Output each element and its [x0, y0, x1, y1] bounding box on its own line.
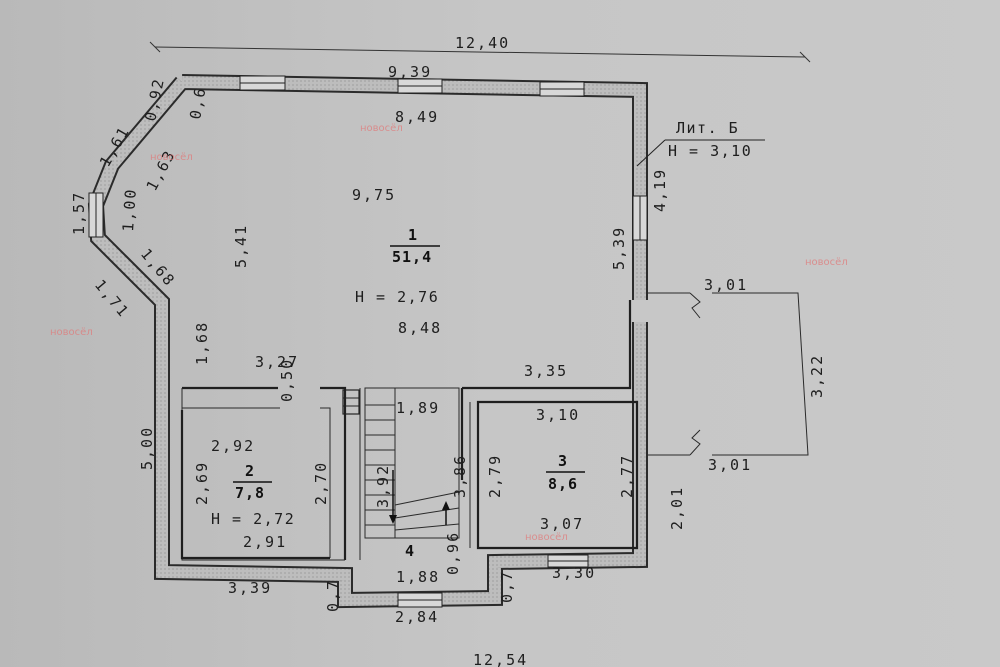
stair-len-right-dim: 3,86 [451, 454, 469, 498]
room2-bottom-dim: 2,91 [243, 533, 287, 551]
svg-text:новосёл: новосёл [150, 152, 193, 163]
bay-in1-dim: 0,6 [186, 85, 209, 121]
partition-left-dim: 3,27 [255, 353, 299, 371]
top-inner-dim: 8,49 [395, 108, 439, 126]
hall-width-dim: 9,75 [352, 186, 396, 204]
room2-height: Н = 2,72 [211, 510, 295, 528]
room3-top-dim: 3,10 [536, 406, 580, 424]
room4-bottom-dim: 1,88 [396, 568, 440, 586]
stair-len-left-dim: 3,92 [374, 464, 392, 508]
interior-partitions [180, 300, 639, 561]
bottom-left-outer-dim: 3,39 [228, 579, 272, 597]
right-inner-hall-dim: 5,39 [610, 226, 628, 270]
bay-in3-dim: 1,00 [119, 187, 140, 232]
room3-left-dim: 2,79 [486, 454, 504, 498]
right-lower-outer-dim: 2,01 [668, 486, 686, 530]
notch-left-dim: 0,7 [324, 579, 342, 612]
room4-number: 4 [405, 542, 414, 560]
room2-right-dim: 2,70 [312, 461, 330, 505]
windows [88, 75, 648, 608]
top-outer-dim: 9,39 [388, 63, 432, 81]
staircase [364, 387, 460, 539]
bottom-mid-outer-dim: 2,84 [395, 608, 439, 626]
svg-text:новосёл: новосёл [525, 532, 568, 543]
porch [648, 292, 809, 456]
litera-height: Н = 3,10 [668, 142, 752, 160]
overall-top-dimension-line [149, 41, 811, 63]
room3-right-dim: 2,77 [618, 454, 636, 498]
stair-width-dim: 1,89 [396, 399, 440, 417]
room3-number: 3 [558, 452, 567, 470]
overall-bottom-dim: 12,54 [473, 651, 528, 667]
litera-label: Лит. Б [676, 119, 739, 137]
right-outer-hall-dim: 4,19 [651, 168, 669, 212]
porch-bottom-dim: 3,01 [708, 456, 752, 474]
room2-top-dim: 2,92 [211, 437, 255, 455]
room1-area: 51,4 [392, 248, 432, 266]
room1-number: 1 [408, 226, 417, 244]
svg-text:новосёл: новосёл [805, 257, 848, 268]
room2-left-dim: 2,69 [193, 461, 211, 505]
watermark-logos: новосёл новосёл новосёл новосёл новосёл [50, 123, 848, 543]
chimney-box [342, 389, 360, 415]
partition-right-dim: 3,35 [524, 362, 568, 380]
partition-gap-dim: 0,50 [278, 358, 296, 402]
porch-side-dim: 3,22 [808, 354, 826, 398]
left-inner-hall-dim: 5,41 [232, 224, 250, 268]
left-outer-lower-dim: 5,00 [138, 426, 156, 470]
room2-number: 2 [245, 462, 254, 480]
room3-bottom-dim: 3,07 [540, 515, 584, 533]
room4-right-dim: 0,96 [444, 531, 462, 575]
left-lower-inner-dim: 1,68 [193, 321, 211, 365]
room3-area: 8,6 [548, 475, 578, 493]
overall-top-dim: 12,40 [455, 34, 510, 52]
notch-right-dim: 0,7 [498, 570, 516, 603]
porch-top-dim: 3,01 [704, 276, 748, 294]
litera-leader [636, 139, 666, 167]
hall-inner-bottom-dim: 8,48 [398, 319, 442, 337]
svg-text:новосёл: новосёл [50, 327, 93, 338]
room3-outer-bottom-dim: 3,30 [552, 564, 596, 582]
svg-text:новосёл: новосёл [360, 123, 403, 134]
bay-seg3-dim: 1,57 [70, 191, 88, 235]
room2-area: 7,8 [235, 484, 265, 502]
room1-height: Н = 2,76 [355, 288, 439, 306]
